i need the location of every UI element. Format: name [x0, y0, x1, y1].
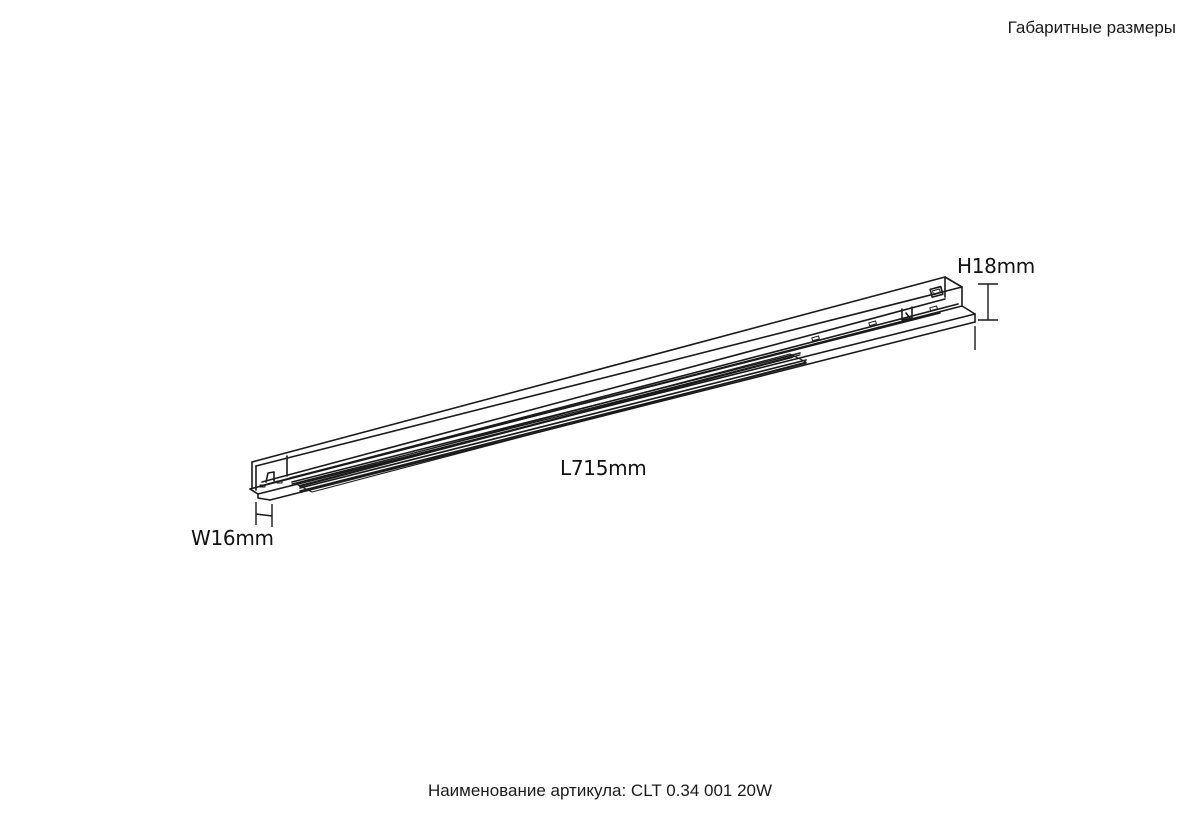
width-dimension-line: [255, 502, 273, 527]
diffuser-bottom-edge: [269, 321, 976, 501]
length-dimension-label: L715mm: [560, 456, 647, 480]
bracket-left: [265, 471, 275, 483]
housing-top-back-edge: [251, 276, 946, 463]
height-dimension-label: H18mm: [957, 254, 1035, 278]
inner-channel-1: [289, 312, 941, 479]
width-dimension-label: W16mm: [191, 526, 274, 550]
right-end-cap: [944, 276, 963, 307]
inner-channel-2: [291, 352, 801, 483]
article-code: CLT 0.34 001 20W: [630, 781, 773, 800]
led-window: [295, 353, 807, 493]
inner-channel-3: [299, 359, 807, 489]
housing-side-lower-edge: [261, 298, 946, 483]
article-caption: Наименование артикула: CLT 0.34 001 20W: [0, 781, 1200, 801]
connector-right: [929, 285, 944, 298]
article-label: Наименование артикула:: [427, 781, 627, 800]
housing-top-front-edge: [255, 286, 963, 467]
page-title: Габаритные размеры: [1007, 18, 1176, 37]
bracket-right: [901, 306, 913, 321]
height-dimension-line: [978, 283, 998, 321]
